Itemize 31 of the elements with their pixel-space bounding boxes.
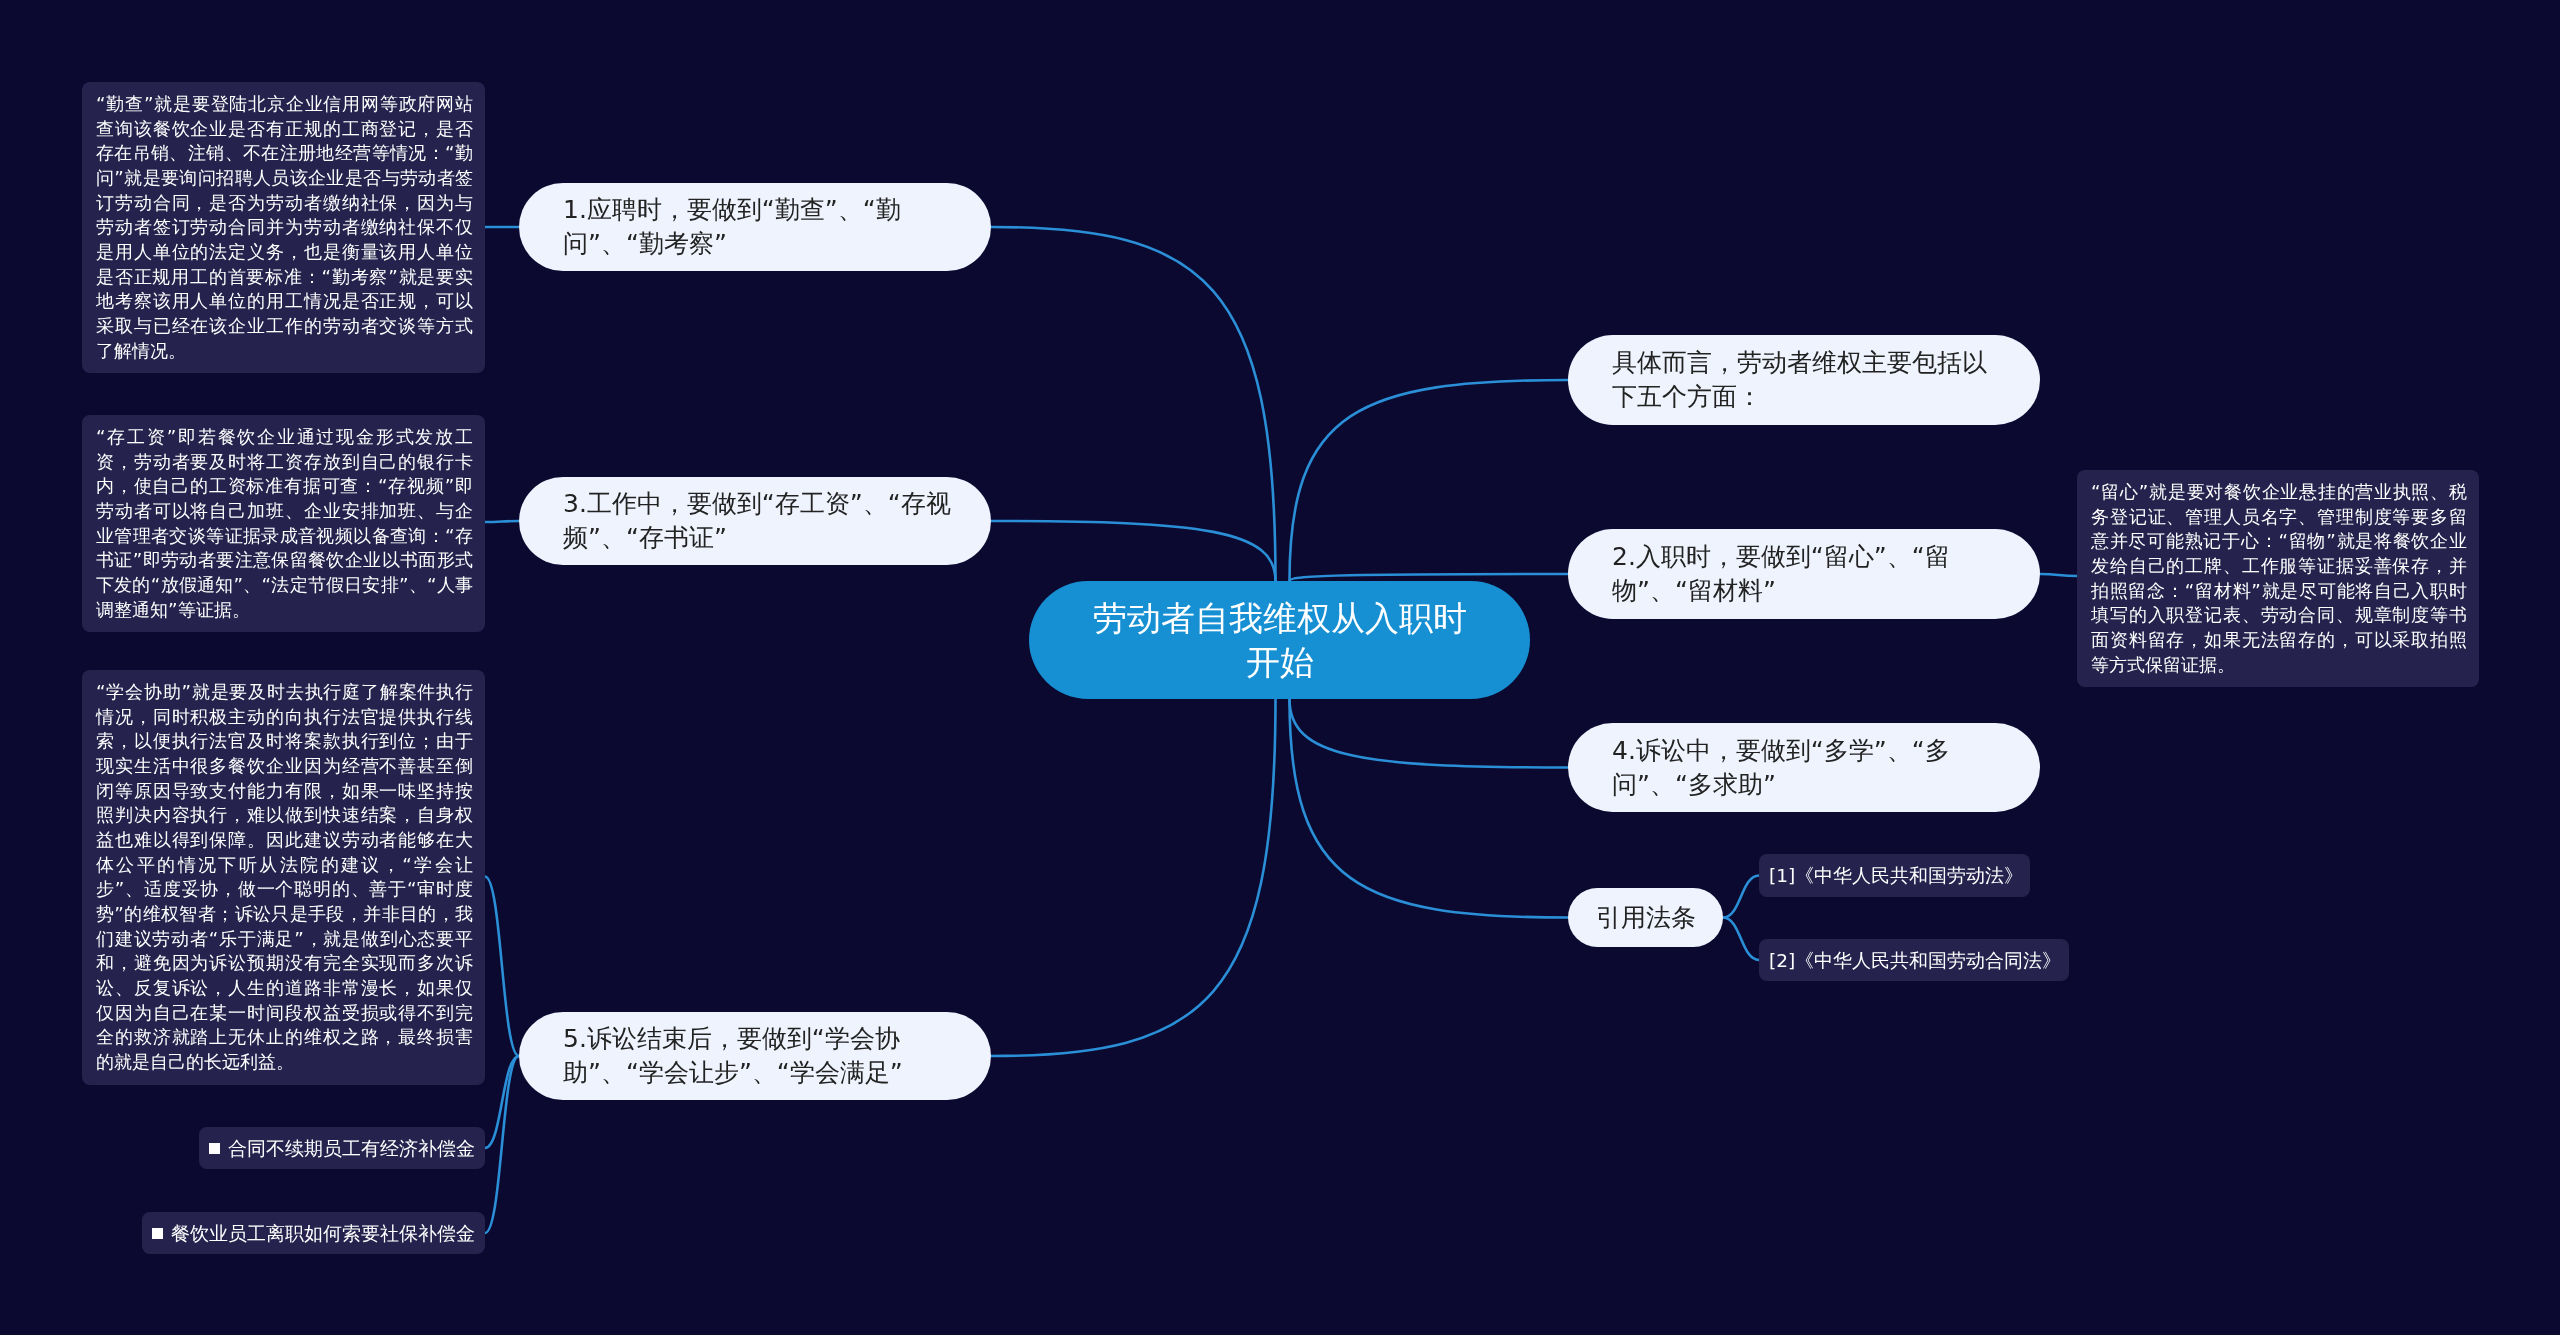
reference-box: [1]《中华人民共和国劳动法》	[1759, 854, 2030, 897]
connector-line	[991, 519, 1277, 582]
connector-line	[1288, 378, 1568, 582]
note-card: “勤查”就是要登陆北京企业信用网等政府网站查询该餐饮企业是否有正规的工商登记，是否存在吊销、注销、不在注册地经营等情况：“勤问”就是要询问招聘人员该企业是否与劳动者签订劳动合同，是否为劳动者缴纳社保，因为与劳动者签订劳动合同并为劳动者缴纳社保不仅是用人单位的法定义务，也是衡量该用人单位是否正规用工的首要标准：“勤考察”就是要实地考察该用人单位的用工情况是否正规，可以采取与已经在该企业工作的劳动者交谈等方式了解情况。	[82, 82, 485, 374]
note-card: “存工资”即若餐饮企业通过现金形式发放工资，劳动者要及时将工资存放到自己的银行卡内，使自己的工资标准有据可查：“存视频”即劳动者可以将自己加班、企业安排加班、与企业管理者交谈等证据录成音视频以备查询：“存书证”即劳动者要注意保留餐饮企业以书面形式下发的“放假通知”、“法定节假日安排”、“人事调整通知”等证据。	[82, 415, 485, 633]
topic-box: 2.入职时，要做到“留心”、“留物”、“留材料”	[1568, 529, 2040, 619]
topic-box: 3.工作中，要做到“存工资”、“存视频”、“存书证”	[519, 477, 991, 565]
connector-line	[485, 225, 519, 229]
topic-box: 4.诉讼中，要做到“多学”、“多问”、“多求助”	[1568, 723, 2040, 812]
connector-line	[485, 519, 519, 524]
connector-line	[1288, 698, 1569, 919]
connector-line	[1722, 874, 1760, 919]
bullet-item-box	[199, 1127, 485, 1169]
note-card: “留心”就是要对餐饮企业悬挂的营业执照、税务登记证、管理人员名字、管理制度等要多留意并尽可能熟记于心：“留物”就是将餐饮企业发给自己的工牌、工作服等证据妥善保存，并拍照留念：“留材料”就是尽可能将自己入职时填写的入职登记表、劳动合同、规章制度等书面资料留存，如果无法留存的，可以采取拍照等方式保留证据。	[2077, 470, 2479, 688]
topic-box: 1.应聘时，要做到“勤查”、“勤问”、“勤考察”	[519, 183, 991, 271]
connector-line	[484, 875, 520, 1057]
reference-box: [2]《中华人民共和国劳动合同法》	[1759, 939, 2069, 981]
connector-line	[2040, 572, 2077, 578]
bullet-text: 餐饮业员工离职如何索要社保补偿金	[171, 1221, 475, 1246]
topic-box: 引用法条	[1568, 888, 1723, 947]
topic-box: 具体而言，劳动者维权主要包括以下五个方面：	[1568, 335, 2040, 425]
connector-line	[484, 1054, 520, 1150]
topic-box: 5.诉讼结束后，要做到“学会协助”、“学会让步”、“学会满足”	[519, 1012, 991, 1100]
connector-line	[1288, 572, 1568, 583]
connector-line	[484, 1055, 520, 1234]
bullet-text: 合同不续期员工有经济补偿金	[228, 1136, 475, 1161]
connector-line	[990, 698, 1277, 1058]
central-topic-box: 劳动者自我维权从入职时开始	[1029, 581, 1530, 699]
note-card: “学会协助”就是要及时去执行庭了解案件执行情况，同时积极主动的向执行法官提供执行线索，以便执行法官及时将案款执行到位；由于现实生活中很多餐饮企业因为经营不善甚至倒闭等原因导致支付能力有限，如果一味坚持按照判决内容执行，难以做到快速结案，自身权益也难以得到保障。因此建议劳动者能够在大体公平的情况下听从法院的建议，“学会让步”、适度妥协，做一个聪明的、善于“审时度势”的维权智者；诉讼只是手段，并非目的，我们建议劳动者“乐于满足”，就是做到心态要平和，避免因为诉讼预期没有完全实现而多次诉讼、反复诉讼，人生的道路非常漫长，如果仅仅因为自己在某一时间段权益受损或得不到完全的救济就踏上无休止的维权之路，最终损害的就是自己的长远利益。	[82, 670, 485, 1085]
connector-line	[1722, 916, 1760, 962]
bullet-item-box	[142, 1212, 485, 1254]
